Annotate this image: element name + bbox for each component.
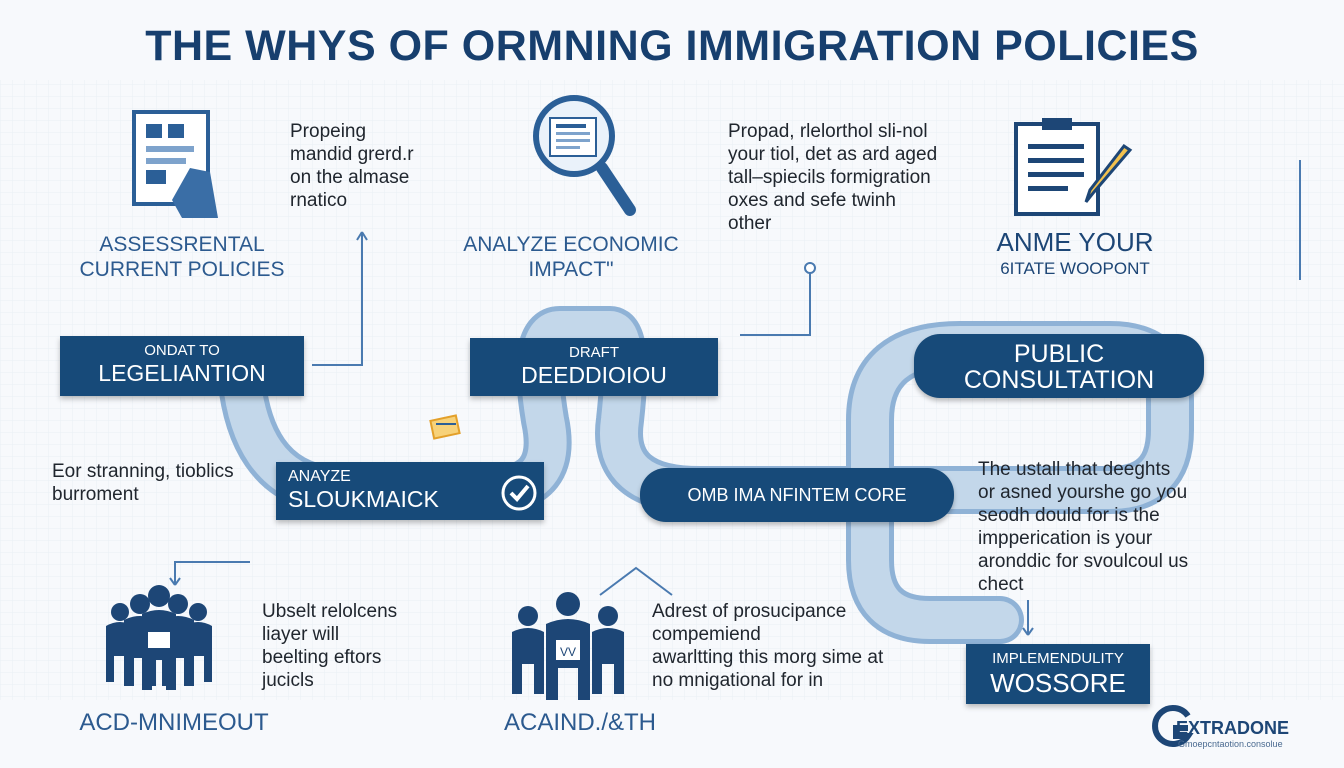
analyze-economic-label: ANALYZE ECONOMIC IMPACT" [463,233,679,281]
propad-description: Propad, rlelorthol sli-nol your tiol, de… [728,121,938,234]
clipboard-pencil-icon [1014,118,1133,216]
svg-text:VV: VV [560,645,576,659]
people-group-icon: VV [512,592,624,700]
logo-tagline: Gmoepcntaotion.consolue [1178,739,1283,749]
adrest-description: Adrest of prosucipance compemiend awarlt… [652,601,884,691]
assess-description: Propeing mandid grerd.r on the almase rn… [290,121,414,211]
adrest-caption: ACAIND./&TH [503,709,656,736]
document-icon [132,110,218,218]
ondat-box[interactable]: ONDAT TO LEGELIANTION [60,336,304,396]
implement-box[interactable]: IMPLEMENDULITY WOSSORE [966,644,1150,704]
checkmark-icon [501,475,537,511]
logo-icon [1152,705,1194,747]
people-group-icon [106,585,212,690]
ustall-description: The ustall that deeghts or asned yourshe… [978,459,1189,595]
anme-label: ANME YOUR 6ITATE WOOPONT [996,227,1154,278]
omb-box[interactable]: OMB IMA NFINTEM CORE [640,468,954,522]
assess-label: ASSESSRENTAL CURRENT POLICIES [79,233,285,281]
ubselt-caption: ACD-MNIMEOUT [79,709,269,736]
card-icon [429,414,461,440]
magnifier-icon [533,95,636,216]
ubselt-description: Ubselt relolcens liayer will beelting ef… [262,601,398,691]
logo-name: EXTRADONE [1176,718,1290,738]
draft-box[interactable]: DRAFT DEEDDIOIOU [470,338,718,396]
page-title: THE WHYS OF ORMNING IMMIGRATION POLICIES [145,22,1199,70]
eor-description: Eor stranning, tioblics burroment [52,461,234,505]
public-consultation-box[interactable]: PUBLIC CONSULTATION [914,334,1204,398]
analyze-slouk-box[interactable]: ANAYZE SLOUKMAICK [276,462,544,520]
